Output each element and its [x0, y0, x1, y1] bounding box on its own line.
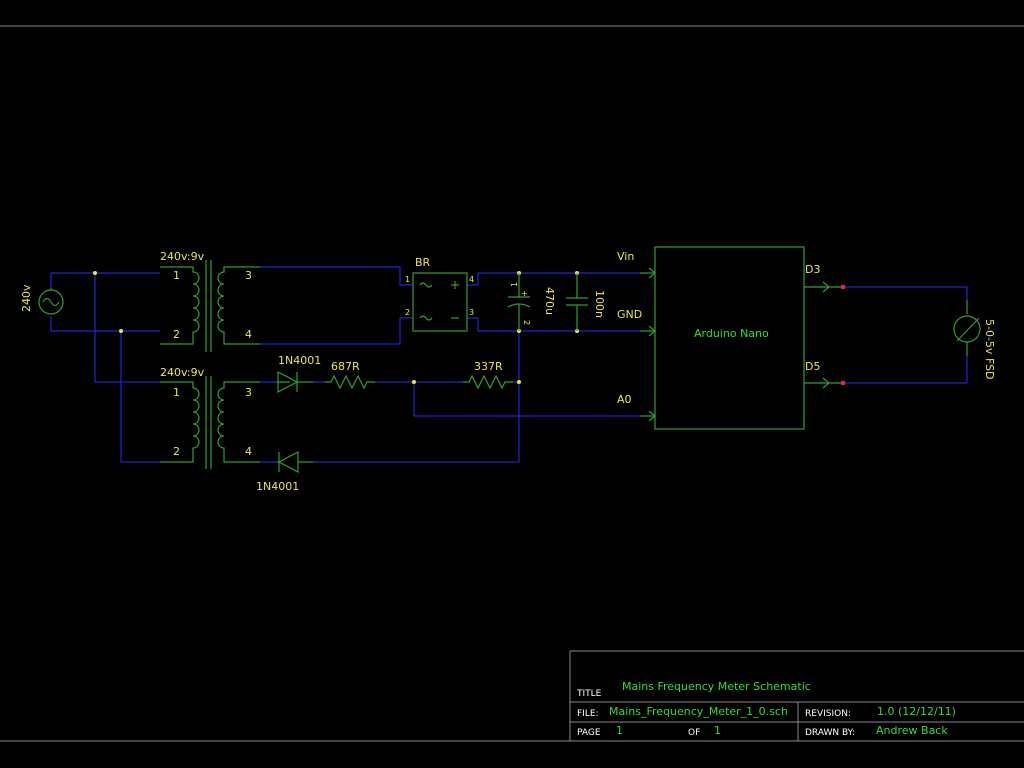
- pin-gnd-label: GND: [617, 308, 642, 321]
- resistor-337r-label: 337R: [474, 360, 503, 373]
- bridge-pin-4: 4: [469, 275, 474, 284]
- transformer-1-pin-2: 2: [173, 328, 180, 341]
- title-value: Mains Frequency Meter Schematic: [622, 680, 811, 693]
- ac-source[interactable]: 240v: [20, 284, 64, 315]
- primary-coil-icon: [176, 381, 200, 463]
- wire-t2-pin2: [120, 331, 160, 463]
- junction-dot: [119, 329, 123, 333]
- revision-value: 1.0 (12/12/11): [877, 705, 956, 718]
- ac-in-icon: [419, 315, 433, 321]
- transformer-2[interactable]: 240v:9v 1 2 3 4: [160, 366, 260, 469]
- diode-top-label: 1N4001: [278, 354, 321, 367]
- bridge-pin-1: 1: [405, 275, 410, 284]
- bridge-label: BR: [415, 256, 431, 269]
- pin-endpoint-marker: [841, 285, 845, 289]
- plus-icon: [451, 281, 459, 289]
- transformer-2-label: 240v:9v: [160, 366, 205, 379]
- pin-a0-label: A0: [617, 393, 632, 406]
- pin-arrow-icon: [648, 325, 656, 337]
- pin-endpoint-marker: [841, 381, 845, 385]
- wire-ground-rail: [467, 317, 640, 332]
- secondary-coil-icon: [217, 381, 244, 463]
- transformer-2-pin-2: 2: [173, 445, 180, 458]
- diode-bottom[interactable]: 1N4001: [256, 451, 313, 493]
- transformer-1[interactable]: 240v:9v 1 2 3 4: [160, 250, 260, 352]
- cap-plus: +: [521, 289, 528, 298]
- pin-arrow-icon: [822, 377, 830, 389]
- wire-d3-meter: [843, 286, 968, 312]
- cap-pin-2: 2: [522, 320, 531, 325]
- transformer-1-label: 240v:9v: [160, 250, 205, 263]
- wire-source-bottom: [50, 316, 160, 332]
- diode-icon: [277, 371, 299, 393]
- secondary-coil-icon: [217, 266, 244, 345]
- transformer-1-pin-1: 1: [173, 269, 180, 282]
- page-caption: PAGE: [577, 728, 601, 738]
- transformer-1-pin-3: 3: [245, 269, 252, 282]
- arduino-body: [654, 246, 805, 430]
- transformer-1-pin-4: 4: [245, 328, 252, 341]
- cap-470u-label: 470u: [543, 287, 556, 315]
- pin-d5-label: D5: [805, 360, 820, 373]
- pin-vin-label: Vin: [617, 250, 634, 263]
- pin-arrow-icon: [822, 281, 830, 293]
- of-value: 1: [714, 724, 721, 737]
- of-caption: OF: [688, 728, 700, 738]
- cap-100n-label: 100n: [593, 290, 606, 318]
- meter-icon: [953, 315, 981, 343]
- bridge-pin-3: 3: [469, 308, 474, 317]
- wires: [50, 266, 968, 463]
- resistor-687r-label: 687R: [331, 360, 360, 373]
- title-block: TITLE Mains Frequency Meter Schematic FI…: [569, 650, 1024, 741]
- capacitor-470u[interactable]: 1 + 2 470u: [507, 273, 556, 331]
- arduino-nano[interactable]: Arduino Nano Vin GND A0 D3 D5: [617, 246, 845, 430]
- cap-pin-1: 1: [510, 282, 519, 287]
- panel-meter[interactable]: 5-0-5v FSD: [953, 300, 996, 380]
- resistor-icon: [325, 374, 375, 390]
- capacitor-100n[interactable]: 100n: [566, 273, 606, 331]
- revision-caption: REVISION:: [805, 709, 851, 719]
- resistor-337r[interactable]: 337R: [463, 360, 513, 390]
- transformer-2-pin-4: 4: [245, 445, 252, 458]
- transformer-2-pin-3: 3: [245, 386, 252, 399]
- pin-arrow-icon: [648, 410, 656, 422]
- sine-wave-icon: [42, 297, 60, 307]
- wire-source-top: [50, 272, 160, 288]
- ac-in-icon: [419, 282, 433, 288]
- diode-bottom-label: 1N4001: [256, 480, 299, 493]
- junction-dot: [412, 380, 416, 384]
- page-value: 1: [616, 724, 623, 737]
- bridge-pin-2: 2: [405, 308, 410, 317]
- meter-label: 5-0-5v FSD: [983, 319, 996, 380]
- title-caption: TITLE: [576, 689, 602, 699]
- pin-d3-label: D3: [805, 263, 820, 276]
- file-value: Mains_Frequency_Meter_1_0.sch: [609, 705, 788, 718]
- wire-t2-pin1: [94, 273, 160, 383]
- bridge-rectifier[interactable]: BR 1 2 4 3: [405, 256, 474, 332]
- arduino-label: Arduino Nano: [694, 327, 769, 340]
- resistor-icon: [463, 374, 513, 390]
- junction-dot: [517, 380, 521, 384]
- pin-arrow-icon: [648, 267, 656, 279]
- drawn-by-value: Andrew Back: [876, 724, 948, 737]
- file-caption: FILE:: [577, 709, 599, 719]
- diode-icon: [277, 451, 299, 473]
- wire-d5-meter: [843, 347, 968, 384]
- source-label: 240v: [20, 284, 33, 312]
- wire-positive-rail: [467, 272, 640, 286]
- wire-t1-pin4-bridge: [260, 317, 413, 345]
- transformer-2-pin-1: 1: [173, 386, 180, 399]
- primary-coil-icon: [176, 266, 200, 345]
- diode-top[interactable]: 1N4001: [277, 354, 321, 393]
- resistor-687r[interactable]: 687R: [325, 360, 375, 390]
- bridge-body: [412, 272, 468, 332]
- meter-needle-icon: [956, 317, 980, 342]
- wire-t1-pin3-bridge: [260, 266, 413, 286]
- wire-a0: [413, 382, 640, 417]
- ac-source-icon: [38, 289, 64, 315]
- drawn-by-caption: DRAWN BY:: [805, 728, 855, 738]
- junction-dot: [93, 271, 97, 275]
